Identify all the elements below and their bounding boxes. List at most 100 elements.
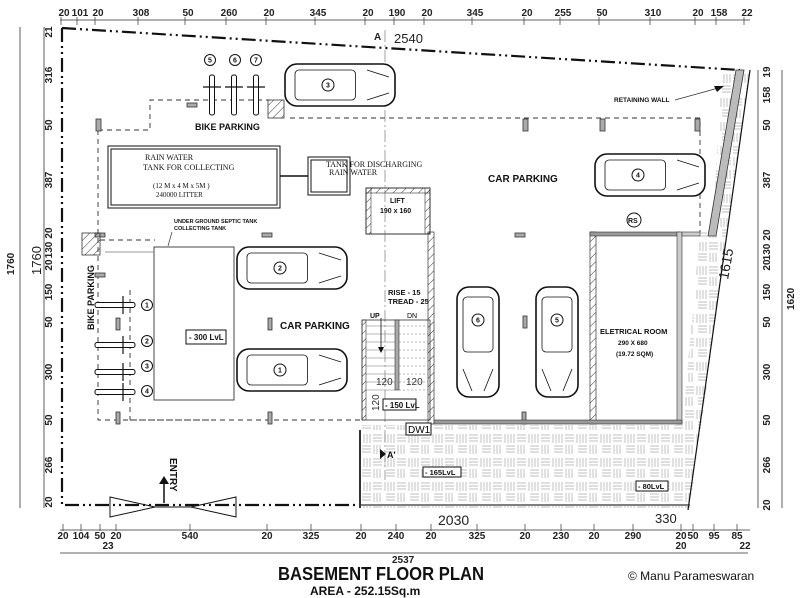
bike-2: 2: [94, 335, 153, 354]
bike-6: 6: [225, 54, 243, 116]
car-number: 2: [278, 266, 282, 273]
retaining-wall: [707, 69, 745, 237]
right-dimension-label: 130: [762, 243, 773, 260]
stair-down: DN: [407, 313, 417, 320]
septic-label-line2: COLLECTING TANK: [174, 226, 226, 232]
left-dimension-label: 266: [44, 456, 55, 473]
bottom-dimension-label: 20: [110, 531, 122, 542]
discharge-tank-line1: TANK FOR DISCHARGING: [326, 160, 422, 169]
section-marker-a-prime: A': [387, 450, 396, 460]
bottom-dimension-label: 240: [388, 531, 405, 542]
right-dimension-label: 387: [762, 171, 773, 188]
left-inner-dimension: 1760: [29, 246, 44, 275]
paved-area-right: [680, 70, 750, 508]
bike-parking-top-label: BIKE PARKING: [195, 122, 260, 132]
car-6: 6: [456, 286, 500, 398]
right-dimension-label: 158: [762, 86, 773, 103]
right-dimension-label: 50: [762, 119, 773, 131]
top-dimension-label: 20: [58, 8, 70, 19]
right-dimension-label: 50: [762, 316, 773, 328]
right-dimension-label: 20: [762, 259, 773, 271]
bottom-dimension-label: 20: [519, 531, 531, 542]
top-dimension-label: 22: [741, 8, 753, 19]
bike-number: 4: [145, 389, 149, 396]
bike-number: 3: [145, 364, 149, 371]
staircase: RISE - 15 TREAD - 25 UP DN 120 120 120 -…: [361, 288, 432, 436]
bottom-dimension-label: 325: [303, 531, 320, 542]
left-dimension-label: 21: [44, 26, 55, 38]
lift: LIFT 190 x 160: [365, 187, 431, 235]
stair-width-1: 120: [376, 377, 393, 388]
top-inner-dimension: 2540: [394, 31, 423, 46]
rain-tank-capacity: 240000 LITTER: [156, 191, 203, 199]
left-dimension-label: 20: [44, 259, 55, 271]
bike-parking-left-label: BIKE PARKING: [86, 265, 96, 330]
top-dimension-label: 50: [182, 8, 194, 19]
left-dimension-label: 316: [44, 66, 55, 83]
electrical-room-size: 290 X 680: [618, 340, 648, 347]
rain-tank-line2: TANK FOR COLLECTING: [143, 163, 235, 172]
car-number: 1: [278, 368, 282, 375]
car-5: 5: [535, 286, 579, 398]
lift-label: LIFT: [390, 198, 405, 205]
plan-area: AREA - 252.15Sq.m: [310, 584, 420, 598]
lift-size: 190 x 160: [380, 208, 411, 215]
left-dimension-label: 20: [44, 227, 55, 239]
bottom-dimension-label: 85: [731, 531, 743, 542]
bike-7: 7: [247, 54, 265, 116]
bottom-dimension-label: 104: [73, 531, 90, 542]
entry-label: ENTRY: [167, 458, 178, 492]
bottom-dimension-label: 50: [94, 531, 106, 542]
bottom-dimension-label: 325: [469, 531, 486, 542]
right-dimension-label: 266: [762, 456, 773, 473]
top-dimension-label: 101: [72, 8, 89, 19]
bottom-dimension-label: 290: [625, 531, 642, 542]
right-dimension-label: 20: [762, 499, 773, 511]
left-dimension-label: 20: [44, 496, 55, 508]
left-dimension-label: 387: [44, 171, 55, 188]
level-minus-80: - 80LvL: [638, 482, 665, 491]
car-4: 4: [594, 153, 706, 197]
right-dimension-label: 300: [762, 363, 773, 380]
left-total-dimension: 1760: [6, 252, 17, 275]
bottom-dimension-label: 20: [588, 531, 600, 542]
car-parking-left-label: CAR PARKING: [280, 321, 350, 332]
level-minus-150: - 150 LvL: [385, 401, 420, 410]
top-dimension-label: 345: [467, 8, 484, 19]
bottom-dimension-label: 22: [739, 541, 751, 552]
top-dimension-label: 255: [555, 8, 572, 19]
right-dimension-label: 19: [762, 66, 773, 78]
bottom-dimension-label: 20: [675, 541, 687, 552]
left-dimension-label: 50: [44, 414, 55, 426]
car-2: 2: [236, 246, 348, 290]
septic-label-line1: UNDER GROUND SEPTIC TANK: [174, 219, 257, 225]
stair-rise: RISE - 15: [388, 288, 421, 297]
columns: [94, 102, 701, 425]
slant-dimension: 1615: [715, 247, 736, 281]
rs-marker: RS: [628, 218, 638, 225]
bottom-dimension-label: 50: [687, 531, 699, 542]
rain-tank-line1: RAIN WATER: [145, 153, 194, 162]
bike-number: 1: [145, 303, 149, 310]
top-dimension-label: 20: [362, 8, 374, 19]
bike-number: 6: [233, 58, 237, 65]
bike-number: 5: [208, 58, 212, 65]
top-dimension-label: 260: [221, 8, 238, 19]
left-dimension-label: 50: [44, 316, 55, 328]
top-dimension-label: 345: [310, 8, 327, 19]
bike-number: 2: [145, 339, 149, 346]
rain-tank-dimensions: (12 M x 4 M x 5M ): [153, 182, 210, 190]
bike-5: 5: [203, 54, 221, 116]
car-number: 3: [326, 83, 330, 90]
car-number: 6: [476, 318, 480, 325]
bike-4: 4: [94, 383, 153, 401]
car-parking-right-label: CAR PARKING: [488, 174, 558, 185]
top-dimension-label: 20: [263, 8, 275, 19]
plan-title: BASEMENT FLOOR PLAN: [278, 564, 484, 584]
level-minus-300: - 300 LvL: [189, 333, 224, 342]
top-dimension-label: 310: [645, 8, 662, 19]
left-dimension-label: 300: [44, 363, 55, 380]
bike-3: 3: [94, 360, 153, 381]
